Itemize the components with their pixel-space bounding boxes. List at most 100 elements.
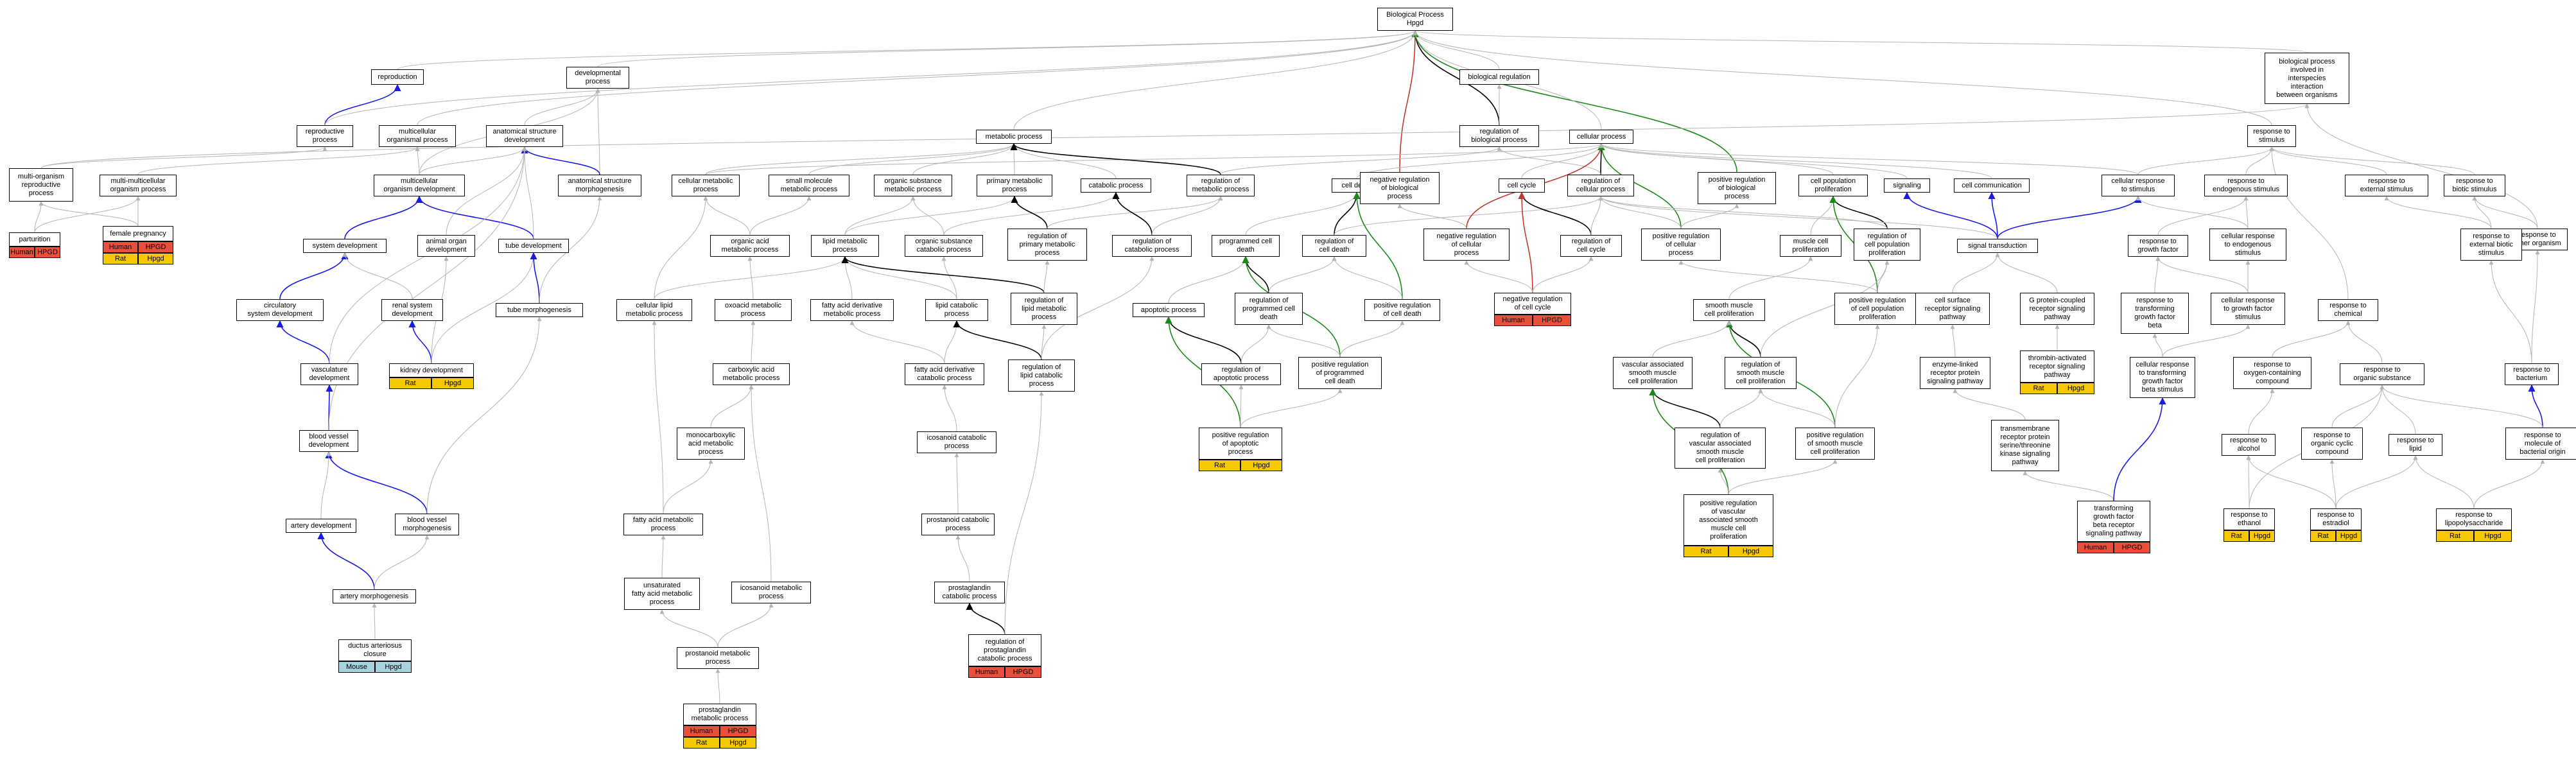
go-term-resporgcyclic[interactable]: response to organic cyclic compound [2301,428,2363,460]
go-term-orgsubmet[interactable]: organic substance metabolic process [874,175,952,196]
go-term-asmorph[interactable]: anatomical structure morphogenesis [558,175,641,196]
go-term-regprostglcat[interactable]: regulation of prostaglandin catabolic pr… [968,634,1041,678]
go-term-respendo[interactable]: response to endogenous stimulus [2204,175,2288,196]
go-term-respgrowth[interactable]: response to growth factor [2128,235,2188,257]
go-term-cellcycle[interactable]: cell cycle [1499,178,1545,193]
go-term-resplipid[interactable]: response to lipid [2389,434,2442,456]
go-term-icosanoidmet[interactable]: icosanoid metabolic process [731,582,811,603]
go-term-smoothprolif[interactable]: smooth muscle cell proliferation [1693,299,1765,321]
go-term-respext[interactable]: response to external stimulus [2345,175,2428,196]
go-term-arterydev[interactable]: artery development [286,519,356,533]
go-term-posregvasc[interactable]: positive regulation of vascular associat… [1684,494,1773,557]
go-term-devproc[interactable]: developmental process [566,67,629,89]
go-term-tubemorph[interactable]: tube morphogenesis [496,303,583,317]
go-term-prostglcat[interactable]: prostaglandin catabolic process [934,582,1005,603]
go-term-metproc[interactable]: metabolic process [976,130,1052,144]
go-term-negregcell[interactable]: negative regulation of cellular process [1423,229,1510,261]
go-term-regcellcycle[interactable]: regulation of cell cycle [1560,235,1622,257]
go-term-bvmorph[interactable]: blood vessel morphogenesis [395,514,459,535]
go-term-posregprogcd[interactable]: positive regulation of programmed cell d… [1298,357,1382,389]
go-term-tubedev[interactable]: tube development [498,239,569,253]
go-term-fattyderivmet[interactable]: fatty acid derivative metabolic process [810,299,894,321]
go-term-prostcat[interactable]: prostanoid catabolic process [921,514,995,535]
go-term-posregapop[interactable]: positive regulation of apoptotic process… [1199,428,1282,471]
go-term-transmembrane[interactable]: transmembrane receptor protein serine/th… [1991,420,2059,471]
go-term-monocarb[interactable]: monocarboxylic acid metabolic process [677,428,745,460]
go-term-respbacterium[interactable]: response to bacterium [2505,363,2559,385]
go-term-multimcorg[interactable]: multi-multicellular organism process [100,175,177,196]
go-term-regcelldeath[interactable]: regulation of cell death [1302,235,1366,257]
go-term-thrombin[interactable]: thrombin-activated receptor signaling pa… [2020,351,2094,394]
go-term-cellcomm[interactable]: cell communication [1954,178,2030,193]
go-term-cellmet[interactable]: cellular metabolic process [672,175,740,196]
go-term-fattyacidmet[interactable]: fatty acid metabolic process [623,514,703,535]
go-term-fattyderivcat[interactable]: fatty acid derivative catabolic process [905,363,984,385]
go-term-reproproc[interactable]: reproductive process [297,125,353,147]
go-term-cellpopprolif[interactable]: cell population proliferation [1798,175,1868,196]
go-term-posregbio[interactable]: positive regulation of biological proces… [1698,172,1776,204]
go-term-smallmol[interactable]: small molecule metabolic process [769,175,849,196]
go-term-vascdev[interactable]: vasculature development [300,363,358,385]
go-term-enzymelinked[interactable]: enzyme-linked receptor protein signaling… [1920,357,1990,389]
go-term-multiorgrepro[interactable]: multi-organism reproductive process [9,168,73,202]
go-term-oxoacid[interactable]: oxoacid metabolic process [715,299,792,321]
go-term-lipidcatab[interactable]: lipid catabolic process [925,299,988,321]
go-term-respalcohol[interactable]: response to alcohol [2222,434,2276,456]
go-term-posregcd[interactable]: positive regulation of cell death [1364,299,1440,321]
go-term-reproduction[interactable]: reproduction [371,69,424,85]
go-term-apoptotic[interactable]: apoptotic process [1133,303,1205,317]
go-term-interspecies[interactable]: biological process involved in interspec… [2265,53,2349,104]
go-term-cellproc[interactable]: cellular process [1569,130,1633,144]
go-term-animalorgan[interactable]: animal organ development [417,235,475,257]
go-term-sysdev[interactable]: system development [303,239,387,253]
go-term-primmet[interactable]: primary metabolic process [977,175,1052,196]
go-term-progcelldeath[interactable]: programmed cell death [1212,235,1280,257]
go-term-regvascsmooth[interactable]: regulation of vascular associated smooth… [1675,428,1766,469]
go-term-posregcellpop[interactable]: positive regulation of cell population p… [1834,293,1920,325]
go-term-regprogcd[interactable]: regulation of programmed cell death [1235,293,1303,325]
go-term-respmolbact[interactable]: response to molecule of bacterial origin [2505,428,2576,460]
go-term-regbioproc[interactable]: regulation of biological process [1459,125,1539,147]
go-term-respextbiotic[interactable]: response to external biotic stimulus [2460,229,2522,261]
go-term-respoxygen[interactable]: response to oxygen-containing compound [2233,357,2311,389]
go-term-prostanoidmet[interactable]: prostanoid metabolic process [677,647,759,669]
go-term-reglipidcat[interactable]: regulation of lipid catabolic process [1008,359,1075,392]
go-term-bp[interactable]: Biological Process Hpgd [1377,8,1453,31]
go-term-cellrespstim[interactable]: cellular response to stimulus [2102,175,2175,196]
go-term-tgfbpath[interactable]: transforming growth factor beta receptor… [2077,501,2150,553]
go-term-musclecellprolif[interactable]: muscle cell proliferation [1780,235,1841,257]
go-term-asdev[interactable]: anatomical structure development [486,125,563,147]
go-term-signaltrans[interactable]: signal transduction [1957,239,2038,253]
go-term-signaling[interactable]: signaling [1884,178,1930,193]
go-term-cellsurface[interactable]: cell surface receptor signaling pathway [1915,293,1990,325]
go-term-posregsmooth[interactable]: positive regulation of smooth muscle cel… [1795,428,1875,460]
go-term-carboxylic[interactable]: carboxylic acid metabolic process [713,363,790,385]
go-term-celllipidmet[interactable]: cellular lipid metabolic process [616,299,692,321]
go-term-respbiotic[interactable]: response to biotic stimulus [2444,175,2505,196]
go-term-icosanoidcat[interactable]: icosanoid catabolic process [917,431,996,453]
go-term-mcorgproc[interactable]: multicellular organismal process [379,125,456,147]
go-term-orgsubcat[interactable]: organic substance catabolic process [905,235,983,257]
go-term-lipidmet[interactable]: lipid metabolic process [811,235,879,257]
go-term-regapop[interactable]: regulation of apoptotic process [1201,363,1281,385]
go-term-vascsmooth[interactable]: vascular associated smooth muscle cell p… [1613,357,1693,389]
go-term-cellrespendo[interactable]: cellular response to endogenous stimulus [2209,229,2286,261]
go-term-regcellproc[interactable]: regulation of cellular process [1567,175,1634,196]
go-term-bioreg[interactable]: biological regulation [1459,69,1539,85]
go-term-mcorgdev[interactable]: multicellular organism development [374,175,465,196]
go-term-respstim[interactable]: response to stimulus [2247,125,2296,147]
go-term-regcatab[interactable]: regulation of catabolic process [1112,235,1192,257]
go-term-arterymorph[interactable]: artery morphogenesis [333,589,416,603]
go-term-gprotein[interactable]: G protein-coupled receptor signaling pat… [2020,293,2094,325]
go-term-cellrespgrowth[interactable]: cellular response to growth factor stimu… [2211,293,2285,325]
go-term-regcellpopprolif[interactable]: regulation of cell population proliferat… [1854,229,1920,261]
go-term-regprimmet[interactable]: regulation of primary metabolic process [1007,229,1087,261]
